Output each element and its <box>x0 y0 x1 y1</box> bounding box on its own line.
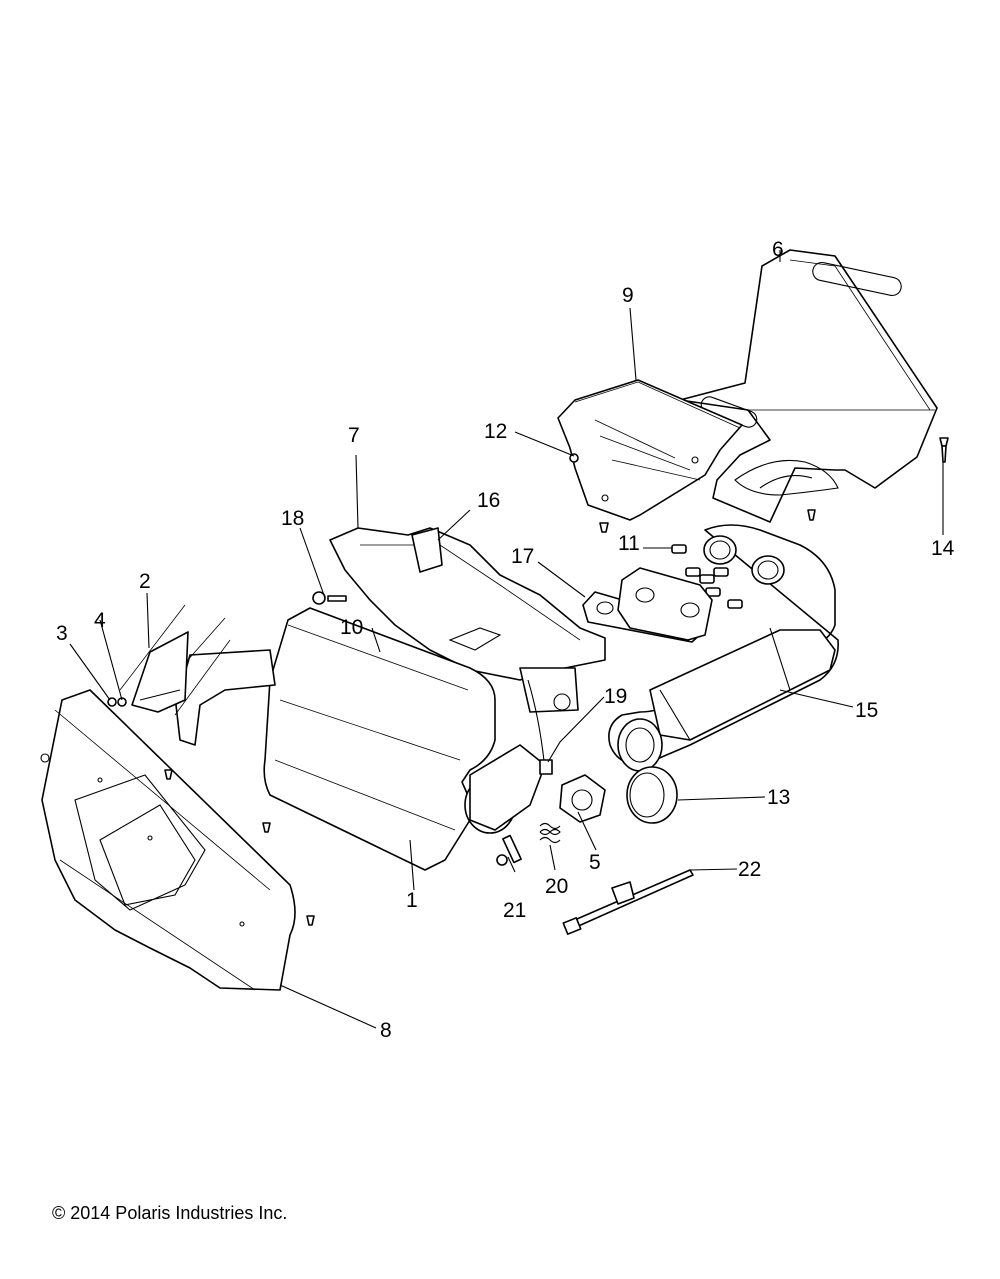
muffler-1 <box>263 607 546 871</box>
header-pipe-15 <box>608 524 839 772</box>
spring-20 <box>539 822 561 844</box>
ring-13 <box>626 766 678 824</box>
callout-19: 19 <box>604 685 627 708</box>
studs-11 <box>671 544 743 609</box>
callout-21: 21 <box>503 899 526 922</box>
copyright-notice: © 2014 Polaris Industries Inc. <box>52 1203 288 1223</box>
leader-lines <box>69 250 944 1029</box>
callout-14: 14 <box>931 537 955 560</box>
tailpipe <box>119 604 276 746</box>
callout-12: 12 <box>484 420 507 443</box>
callout-9: 9 <box>622 284 634 307</box>
callout-22: 22 <box>738 858 761 881</box>
callout-7: 7 <box>348 424 360 447</box>
bracket-2 <box>131 631 189 713</box>
gasket-5 <box>559 774 606 823</box>
callout-20: 20 <box>545 875 568 898</box>
callout-13: 13 <box>767 786 790 809</box>
callout-3: 3 <box>56 622 68 645</box>
heat-shield-7 <box>329 527 606 713</box>
heat-shield-6 <box>679 249 938 523</box>
callout-17: 17 <box>511 545 534 568</box>
callout-16: 16 <box>477 489 500 512</box>
heat-shield-9 <box>557 379 743 521</box>
bolt-18 <box>312 591 347 605</box>
cable-tie-22 <box>562 869 694 935</box>
clip-12 <box>569 453 579 463</box>
callout-15: 15 <box>855 699 878 722</box>
callout-1: 1 <box>406 889 418 912</box>
callout-8: 8 <box>380 1019 392 1042</box>
callout-11: 11 <box>618 532 640 555</box>
callout-18: 18 <box>281 507 304 530</box>
manifold-flange <box>617 567 713 641</box>
sensor-19 <box>527 679 553 775</box>
callout-labels: 1 2 3 4 5 6 7 8 9 10 11 12 13 14 15 16 1… <box>56 238 955 1042</box>
callout-4: 4 <box>94 609 106 632</box>
callout-5: 5 <box>589 851 601 874</box>
bolt-21 <box>496 834 522 866</box>
callout-2: 2 <box>139 570 151 593</box>
callout-10: 10 <box>340 616 363 639</box>
callout-6: 6 <box>772 238 784 261</box>
heat-shield-8 <box>40 689 315 991</box>
push-pin-14 <box>599 437 949 533</box>
